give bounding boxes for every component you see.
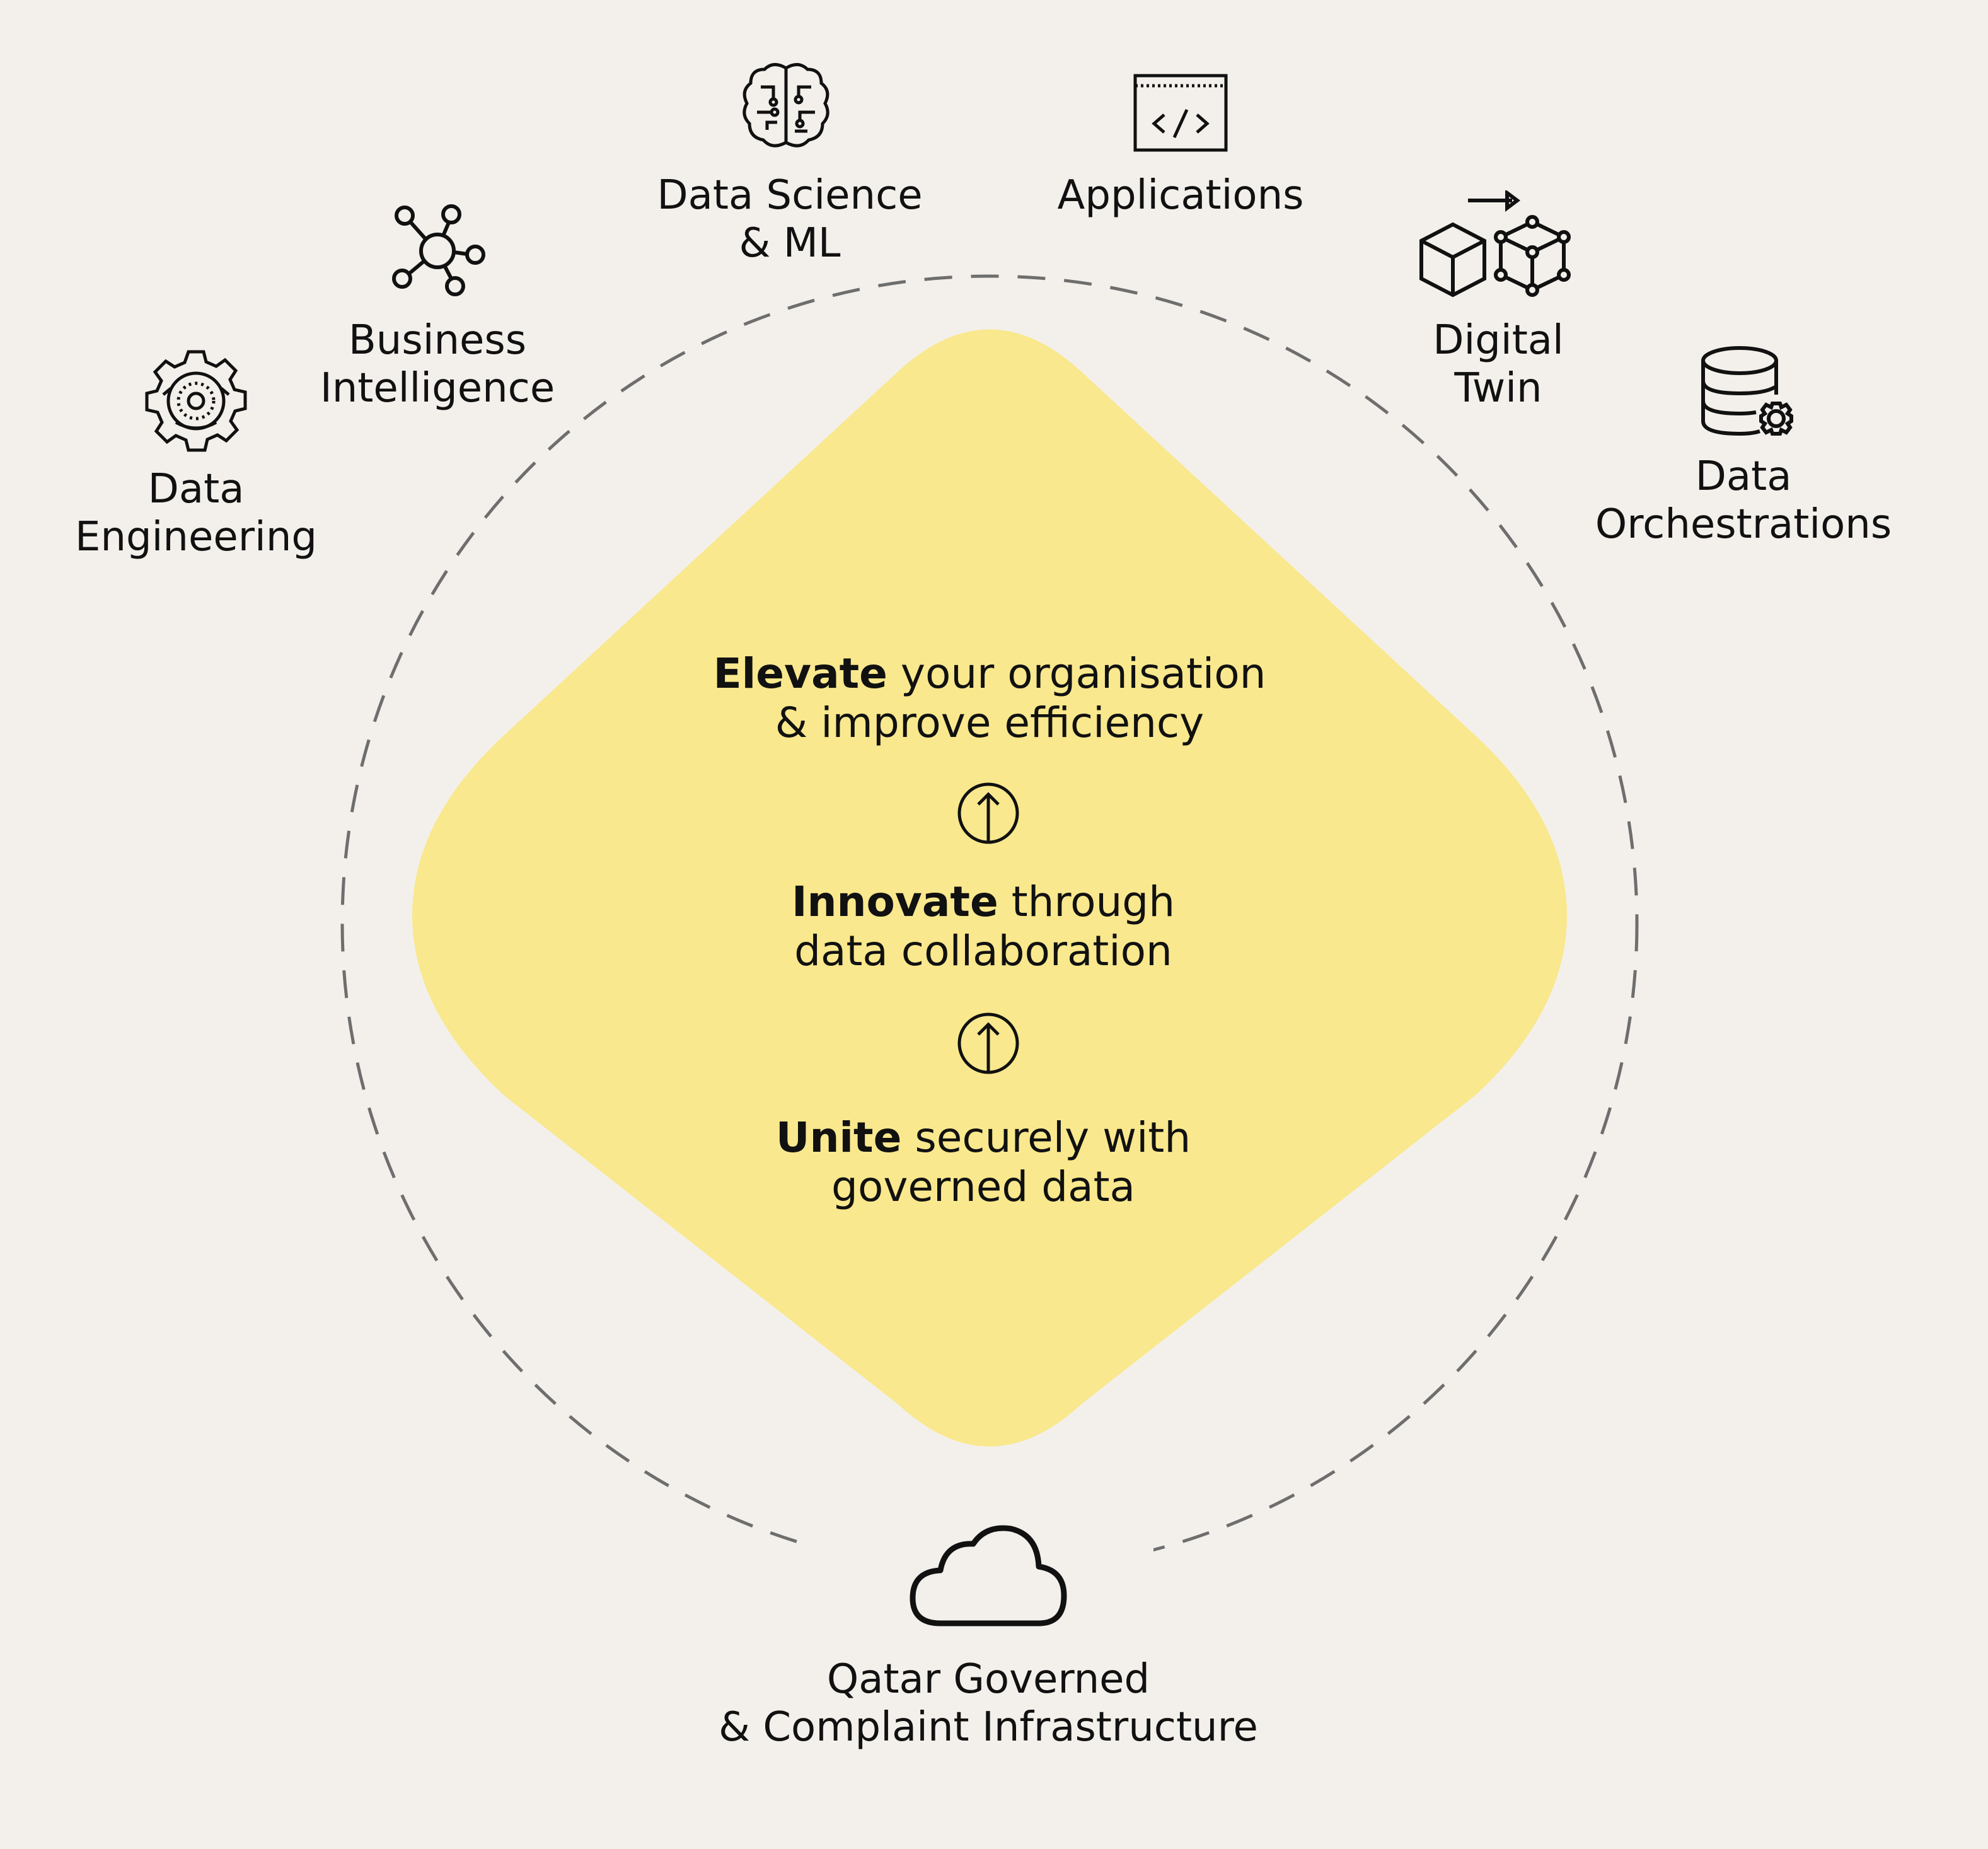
step-subline: data collaboration (794, 927, 1172, 975)
label-line: Data (147, 466, 245, 513)
step-rest: through (998, 878, 1176, 926)
step-unite: Unite securely with governed data (776, 1113, 1191, 1212)
arrow-up-icon (957, 782, 1019, 844)
capability-label-data-orchestrations: Data Orchestrations (1595, 453, 1892, 548)
step-subline: & improve efficiency (775, 698, 1205, 747)
network-icon (392, 204, 485, 296)
label-line: Business (348, 317, 527, 364)
step-keyword: Innovate (791, 878, 998, 926)
label-line: Intelligence (320, 365, 555, 412)
step-subline: governed data (831, 1162, 1135, 1211)
label-line: Digital (1433, 317, 1564, 364)
database-gear-icon (1701, 346, 1793, 436)
label-line: Data (1695, 453, 1792, 500)
orbit-dashed-circle (340, 274, 1639, 1573)
step-keyword: Unite (775, 1113, 902, 1162)
step-innovate: Innovate through data collaboration (792, 878, 1175, 976)
step-rest: securely with (901, 1113, 1191, 1162)
label-line: Data Science (657, 172, 923, 219)
capability-label-business-intelligence: Business Intelligence (320, 316, 555, 412)
label-line: & ML (739, 220, 841, 267)
capability-label-data-engineering: Data Engineering (75, 465, 317, 561)
capability-label-data-science: Data Science & ML (657, 171, 922, 267)
label-line: Engineering (75, 514, 317, 560)
brain-icon (743, 63, 829, 148)
step-headline: Elevate your organisation (714, 649, 1266, 698)
label-line: Qatar Governed (826, 1656, 1150, 1703)
yellow-diamond (412, 329, 1567, 1447)
capability-label-applications: Applications (1058, 171, 1304, 219)
infrastructure-label: Qatar Governed & Complaint Infrastructur… (719, 1655, 1258, 1751)
step-headline: Unite securely with (776, 1113, 1191, 1162)
label-line: & Complaint Infrastructure (719, 1704, 1258, 1751)
arrow-up-icon (957, 1012, 1019, 1074)
label-line: Applications (1057, 172, 1304, 219)
label-line: Orchestrations (1595, 501, 1892, 548)
cloud-icon (910, 1525, 1067, 1626)
cube-network-icon (1419, 190, 1571, 298)
step-rest: your organisation (887, 649, 1266, 698)
cloud-outline (910, 1525, 1067, 1626)
step-keyword: Elevate (713, 649, 887, 698)
capability-label-digital-twin: Digital Twin (1433, 316, 1564, 412)
label-line: Twin (1454, 365, 1542, 412)
gear-icon (145, 350, 247, 452)
code-window-icon (1133, 74, 1228, 152)
step-elevate: Elevate your organisation & improve effi… (714, 649, 1266, 748)
step-headline: Innovate through (792, 878, 1175, 927)
